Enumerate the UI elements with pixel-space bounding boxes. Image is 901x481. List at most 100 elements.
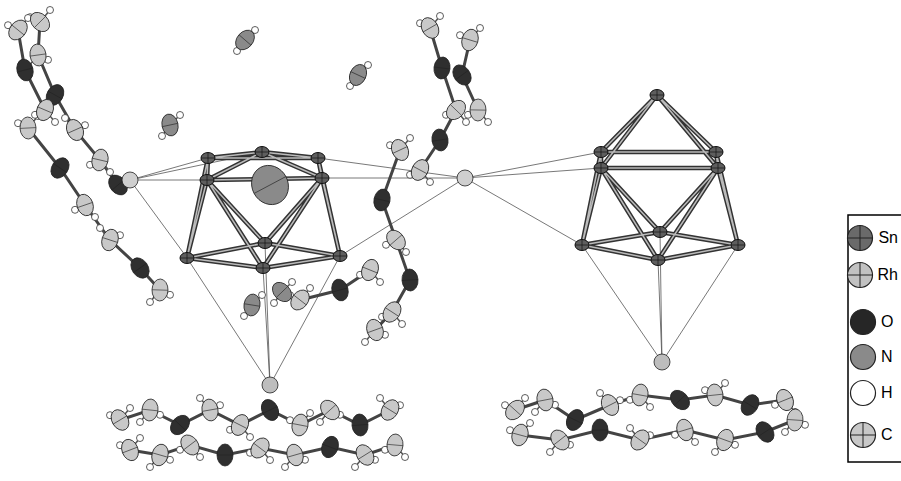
atom-ellipse xyxy=(228,412,252,439)
atom-ellipse xyxy=(177,431,203,458)
atom-ellipse xyxy=(408,157,432,184)
hydrogen-atom xyxy=(137,435,144,442)
ellipsoid-atom xyxy=(232,26,259,53)
octant-line xyxy=(413,166,427,174)
legend-entry: C xyxy=(849,420,893,450)
octant-line xyxy=(17,68,33,72)
hydrogen-atom xyxy=(92,214,99,221)
octant-line xyxy=(123,447,138,453)
legend-entry: H xyxy=(849,378,893,408)
octant-line xyxy=(244,304,260,307)
octant-line xyxy=(423,24,437,32)
ellipsoid-atom xyxy=(598,392,622,419)
atom-ellipse xyxy=(167,411,194,438)
atom-ellipse xyxy=(201,153,215,164)
octant-line xyxy=(202,409,218,412)
legend-label: N xyxy=(881,348,893,366)
octant-line xyxy=(34,16,45,27)
octant-line xyxy=(20,127,36,129)
sn-sn-bond xyxy=(187,152,340,268)
legend-entry: O xyxy=(849,307,893,337)
ellipsoid-atom xyxy=(269,279,296,306)
atom-ellipse xyxy=(737,391,762,418)
octant-line xyxy=(48,91,62,99)
octant-line xyxy=(162,123,178,126)
ellipsoid-atom xyxy=(714,427,737,453)
ellipsoid-atom xyxy=(319,434,342,460)
swatch-sphere xyxy=(848,226,873,251)
atom-ellipse xyxy=(386,433,404,456)
octant-line xyxy=(311,153,325,164)
legend-swatch xyxy=(849,378,877,408)
ellipsoid-atom xyxy=(459,27,481,53)
octant-line xyxy=(142,409,158,411)
atom-ellipse xyxy=(630,383,650,407)
hydrogen-atom xyxy=(527,420,534,427)
ellipsoid-atom xyxy=(502,396,529,423)
hydrogen-atom xyxy=(362,339,369,346)
sn-atom xyxy=(256,263,270,274)
sn-sn-bond xyxy=(582,95,738,260)
octant-line xyxy=(393,147,408,154)
sn-sn-bond xyxy=(582,95,738,260)
octant-line xyxy=(568,416,582,423)
atom-ellipse xyxy=(200,398,220,422)
atom-ellipse xyxy=(15,57,36,82)
octant-line xyxy=(390,235,402,245)
contact-lines xyxy=(130,152,738,385)
hydrogen-atom xyxy=(597,390,604,397)
ellipsoid-atom xyxy=(107,406,132,433)
octant-line xyxy=(254,443,267,453)
octant-line xyxy=(470,109,486,110)
octant-line xyxy=(38,107,53,113)
hydrogen-atom xyxy=(782,429,789,436)
hydrogen-atom xyxy=(403,249,410,256)
ellipsoid-atom xyxy=(19,117,36,140)
hydrogen-atom xyxy=(107,169,114,176)
octant-line xyxy=(603,401,617,408)
atom-ellipse xyxy=(242,293,261,317)
ellipsoid-atom xyxy=(377,396,402,423)
sn9-cluster xyxy=(582,95,738,260)
octant-line xyxy=(385,308,398,317)
ligand-bond xyxy=(375,150,410,330)
ellipsoid-atom xyxy=(408,157,432,184)
atom-ellipse xyxy=(152,279,169,302)
octant-line xyxy=(152,453,167,457)
octant-line xyxy=(653,227,667,238)
atom-ellipse xyxy=(232,26,259,53)
atom-ellipse xyxy=(594,147,608,158)
ellipsoid-atom xyxy=(119,437,142,463)
octant-line xyxy=(778,397,793,403)
metal-atom xyxy=(457,170,473,186)
ellipsoid-atom xyxy=(706,383,724,407)
atom-ellipse xyxy=(470,99,486,121)
ellipsoid-atom xyxy=(535,388,555,413)
octant-line xyxy=(650,90,664,101)
sn-atoms xyxy=(122,90,745,394)
hydrogen-atom xyxy=(692,439,699,446)
atom-ellipse xyxy=(258,397,282,424)
ellipsoid-atom xyxy=(290,413,310,438)
ellipsoid-atom xyxy=(752,418,777,445)
atom-ellipse xyxy=(651,255,665,266)
sn-atom xyxy=(255,147,269,158)
swatch-sphere xyxy=(847,263,872,288)
sn-atom xyxy=(575,240,589,251)
ligand-atoms xyxy=(5,7,809,471)
atom-ellipse xyxy=(433,56,452,80)
octant-line xyxy=(352,424,368,425)
swatch-sphere xyxy=(851,423,876,448)
atom-ellipse xyxy=(364,317,387,343)
hydrogen-atom xyxy=(197,454,204,461)
ellipsoid-atom xyxy=(90,147,111,172)
ellipsoid-atom xyxy=(667,386,694,413)
legend-label: O xyxy=(881,313,893,331)
atom-ellipse xyxy=(674,417,696,443)
sn-atom xyxy=(200,175,214,186)
hydrogen-atom xyxy=(159,133,166,140)
sn-atom xyxy=(653,227,667,238)
hydrogen-atom xyxy=(247,434,254,441)
